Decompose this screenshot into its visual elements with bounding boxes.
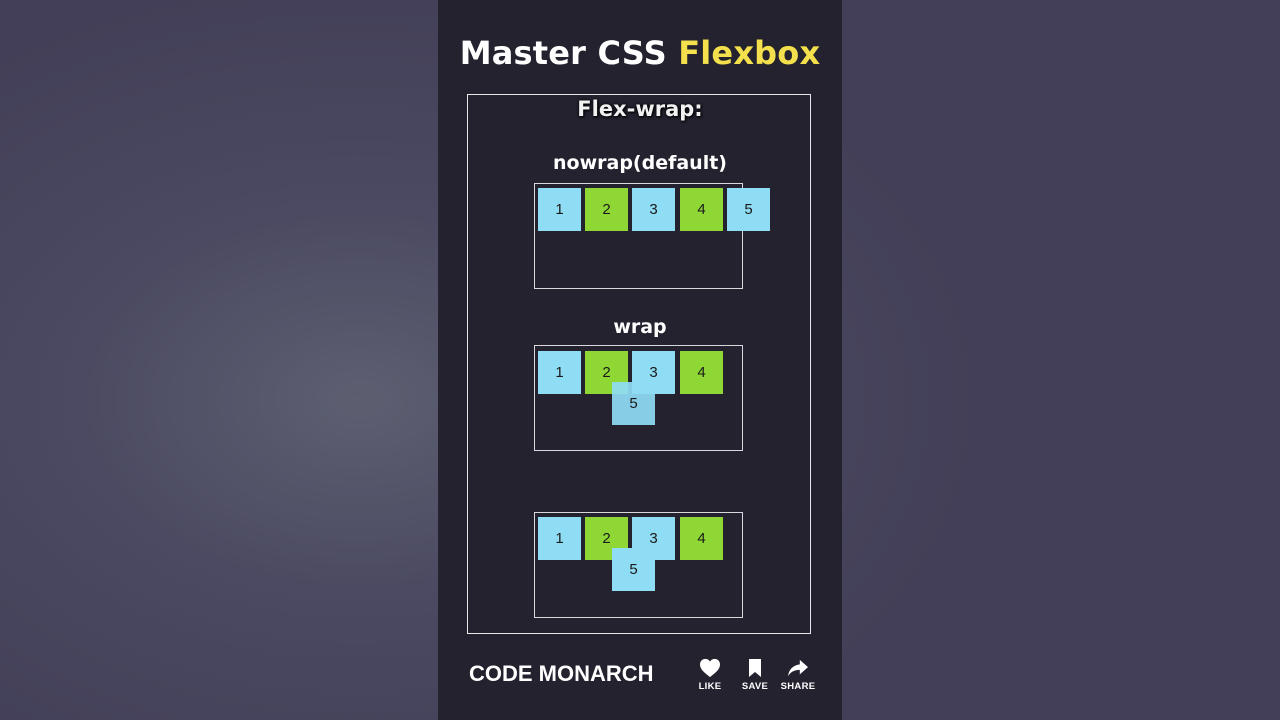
bookmark-icon xyxy=(749,659,761,677)
wrap-container xyxy=(534,345,743,451)
save-button[interactable]: SAVE xyxy=(730,658,780,692)
channel-brand: CODE MONARCH xyxy=(469,661,654,686)
like-button[interactable]: LIKE xyxy=(685,658,735,692)
nowrap-box-5: 5 xyxy=(727,188,770,231)
share-label: SHARE xyxy=(780,681,816,692)
share-button[interactable]: SHARE xyxy=(773,658,823,692)
wrap-box-1: 1 xyxy=(538,351,581,394)
nowrap-box-2: 2 xyxy=(585,188,628,231)
nowrap-container xyxy=(534,183,743,289)
like-label: LIKE xyxy=(698,681,722,692)
share-icon xyxy=(788,659,808,677)
save-label: SAVE xyxy=(741,681,769,692)
video-panel: Master CSS Flexbox Flex-wrap: nowrap(def… xyxy=(438,0,842,720)
wrap-label: wrap xyxy=(613,316,667,338)
wrap-box-5: 5 xyxy=(612,382,655,425)
heart-icon xyxy=(700,658,720,678)
frame-heading: Flex-wrap: xyxy=(577,97,703,121)
result-box-5: 5 xyxy=(612,548,655,591)
result-box-1: 1 xyxy=(538,517,581,560)
demo-frame xyxy=(467,94,811,634)
nowrap-label: nowrap(default) xyxy=(553,152,727,174)
nowrap-box-3: 3 xyxy=(632,188,675,231)
title-main: Master CSS xyxy=(459,34,667,72)
nowrap-box-1: 1 xyxy=(538,188,581,231)
title-accent: Flexbox xyxy=(678,34,821,72)
video-title: Master CSS Flexbox xyxy=(438,34,842,72)
result-box-4: 4 xyxy=(680,517,723,560)
nowrap-box-4: 4 xyxy=(680,188,723,231)
result-container xyxy=(534,512,743,618)
wrap-box-4: 4 xyxy=(680,351,723,394)
